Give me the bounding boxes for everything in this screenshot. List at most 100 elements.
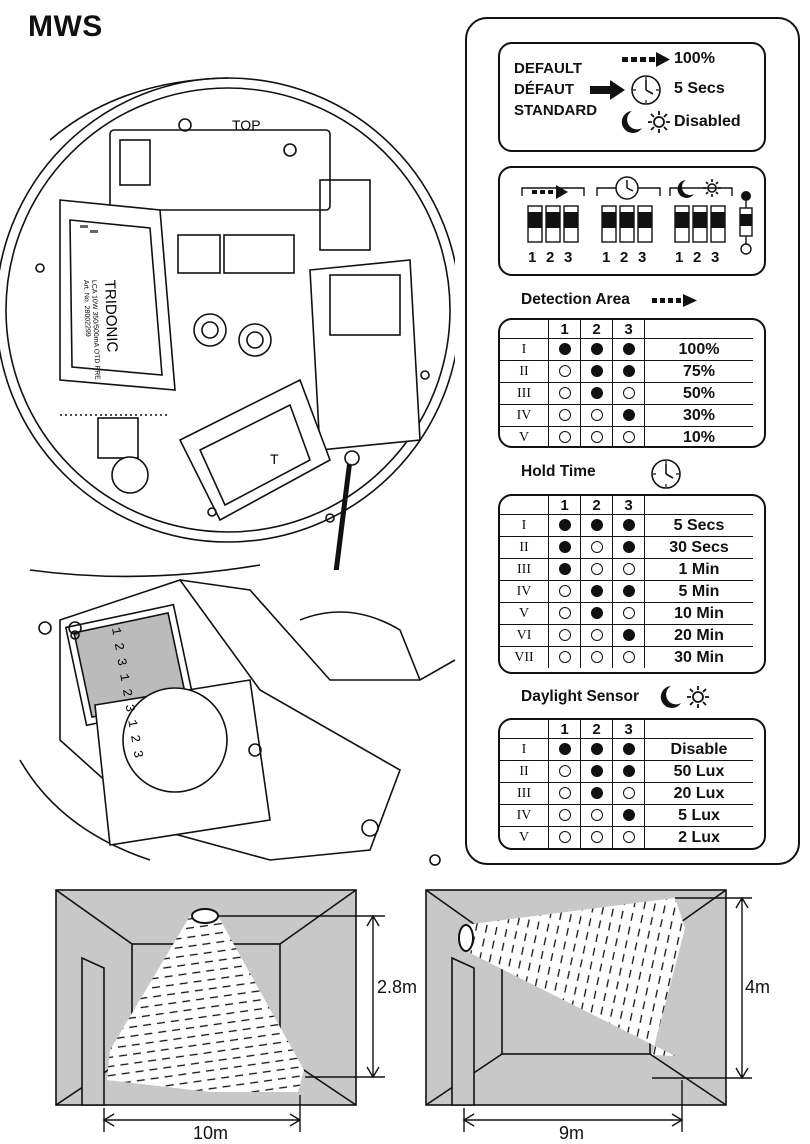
switch-on-dot [622, 519, 635, 532]
switch-cell [548, 646, 581, 668]
switch-cell [612, 804, 645, 827]
switch-off-dot [622, 387, 635, 400]
setting-value: 10 Min [644, 602, 753, 625]
default-value-daylight: Disabled [674, 113, 741, 130]
switch-cell [612, 382, 645, 405]
switch-cell [548, 826, 581, 848]
range-arrow-icon [622, 52, 670, 67]
switch-cell [548, 514, 581, 537]
setting-value: 20 Lux [644, 782, 753, 805]
switch-on-dot [590, 365, 603, 378]
table-row: V 2 Lux [500, 826, 753, 848]
header-blank [644, 320, 753, 339]
setting-value: 30% [644, 404, 753, 427]
switch-cell [612, 404, 645, 427]
terminal-letter: T [270, 451, 279, 467]
detection-arrow-icon [652, 294, 697, 307]
switch-cell [548, 738, 581, 761]
switch-off-dot [590, 651, 603, 664]
switch-on-dot [622, 365, 635, 378]
row-numeral: V [500, 826, 549, 848]
dip-number-2: 2 [620, 249, 629, 266]
header-blank [644, 496, 753, 515]
switch-off-dot [622, 651, 635, 664]
switch-on-dot [622, 809, 635, 822]
dip-number-3: 3 [564, 249, 573, 266]
dip-number-1: 1 [602, 249, 611, 266]
switch-on-dot [558, 563, 571, 576]
switch-on-dot [622, 585, 635, 598]
switch-cell [548, 558, 581, 581]
switch-cell [580, 536, 613, 559]
row-numeral: I [500, 338, 549, 361]
switch-on-dot [590, 607, 603, 620]
switch-off-dot [558, 787, 571, 800]
switch-cell [548, 760, 581, 783]
switch-cell [548, 338, 581, 361]
switch-on-dot [558, 343, 571, 356]
row-numeral: III [500, 382, 549, 405]
ceiling-height-label: 2.8m [377, 977, 418, 997]
settings-panel [465, 17, 800, 865]
switch-off-dot [590, 629, 603, 642]
wall-height-label: 4m [745, 977, 771, 997]
switch-cell [612, 760, 645, 783]
switch-on-dot [558, 519, 571, 532]
switch-off-dot [622, 787, 635, 800]
row-numeral: II [500, 536, 549, 559]
switch-cell [612, 624, 645, 647]
daylight-sensor-heading: Daylight Sensor [521, 688, 639, 705]
switch-cell [612, 646, 645, 668]
dip-group-hold [601, 205, 653, 243]
switch-on-dot [558, 743, 571, 756]
switch-cell [580, 804, 613, 827]
switch-cell [580, 426, 613, 448]
switch-on-dot [622, 765, 635, 778]
setting-value: 5 Lux [644, 804, 753, 827]
switch-off-dot [558, 365, 571, 378]
switch-cell [580, 338, 613, 361]
switch-cell [548, 624, 581, 647]
switch-off-dot [590, 409, 603, 422]
switch-cell [548, 404, 581, 427]
arrow-icon [590, 80, 625, 100]
header-blank [500, 720, 549, 739]
column-header: 2 [580, 720, 613, 739]
switch-on-dot [622, 343, 635, 356]
switch-cell [548, 782, 581, 805]
dip-legend-switch [739, 191, 753, 255]
setting-value: 2 Lux [644, 826, 753, 848]
switch-off-dot [558, 629, 571, 642]
switch-on-dot [622, 409, 635, 422]
switch-cell [580, 738, 613, 761]
row-numeral: IV [500, 404, 549, 427]
switch-off-dot [622, 563, 635, 576]
header-blank [644, 720, 753, 739]
column-header: 3 [612, 320, 645, 339]
hold-time-heading: Hold Time [521, 463, 596, 480]
switch-cell [580, 826, 613, 848]
top-label: TOP [232, 117, 261, 133]
switch-off-dot [622, 831, 635, 844]
row-numeral: II [500, 360, 549, 383]
switch-off-dot [558, 431, 571, 444]
switch-cell [612, 360, 645, 383]
switch-on-dot [590, 743, 603, 756]
switch-cell [612, 514, 645, 537]
switch-off-dot [622, 431, 635, 444]
row-numeral: VI [500, 624, 549, 647]
switch-off-dot [558, 387, 571, 400]
switch-cell [548, 804, 581, 827]
